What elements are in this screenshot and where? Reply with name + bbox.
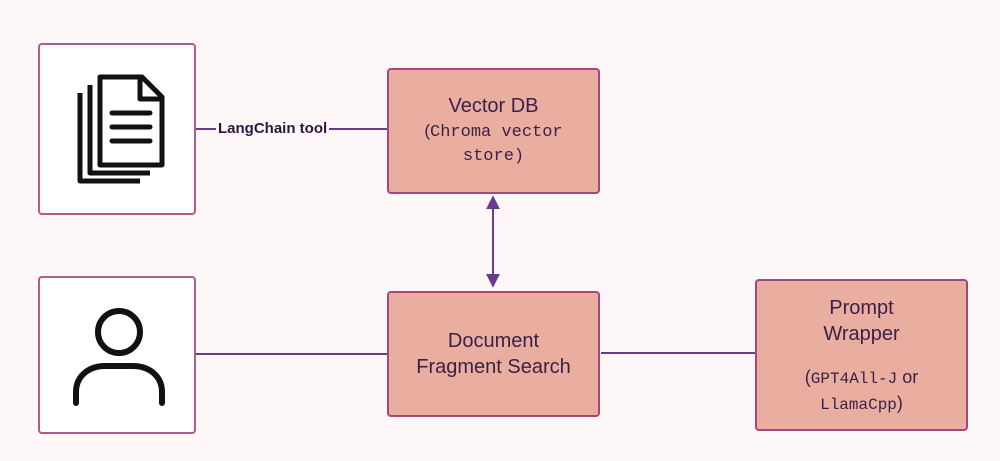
fragment-search-line2: Fragment Search [416,356,571,378]
vector-db-subtitle: (Chroma vector [424,119,562,145]
vector-db-node: Vector DB (Chroma vector store) [387,68,600,194]
vector-db-sub-open: ( [424,121,431,140]
prompt-wrapper-detail-close: ) [896,393,903,413]
prompt-wrapper-detail-line1: (GPT4All-J or [805,365,918,391]
prompt-wrapper-or: or [897,367,919,387]
vector-db-sub-line1: Chroma vector [430,123,563,142]
prompt-wrapper-node: Prompt Wrapper (GPT4All-J or LlamaCpp) [755,279,968,431]
prompt-wrapper-detail-open: ( [804,367,811,387]
prompt-wrapper-line1: Prompt [829,297,894,319]
prompt-wrapper-gpt4all: GPT4All-J [810,370,898,388]
fragment-search-node: Document Fragment Search [387,291,600,417]
user-box [38,276,196,434]
prompt-wrapper-llamacpp: LlamaCpp [820,396,897,414]
prompt-wrapper-detail-line2: LlamaCpp) [820,391,903,417]
vector-db-title: Vector DB [448,95,539,117]
user-icon [73,308,165,406]
fragment-search-line1: Document [447,330,540,352]
edge-label-langchain-tool: LangChain tool [216,120,330,137]
vector-db-sub-line2: store) [462,147,525,166]
documents-icon [77,74,165,184]
documents-box [38,43,196,215]
prompt-wrapper-line2: Wrapper [823,323,900,345]
